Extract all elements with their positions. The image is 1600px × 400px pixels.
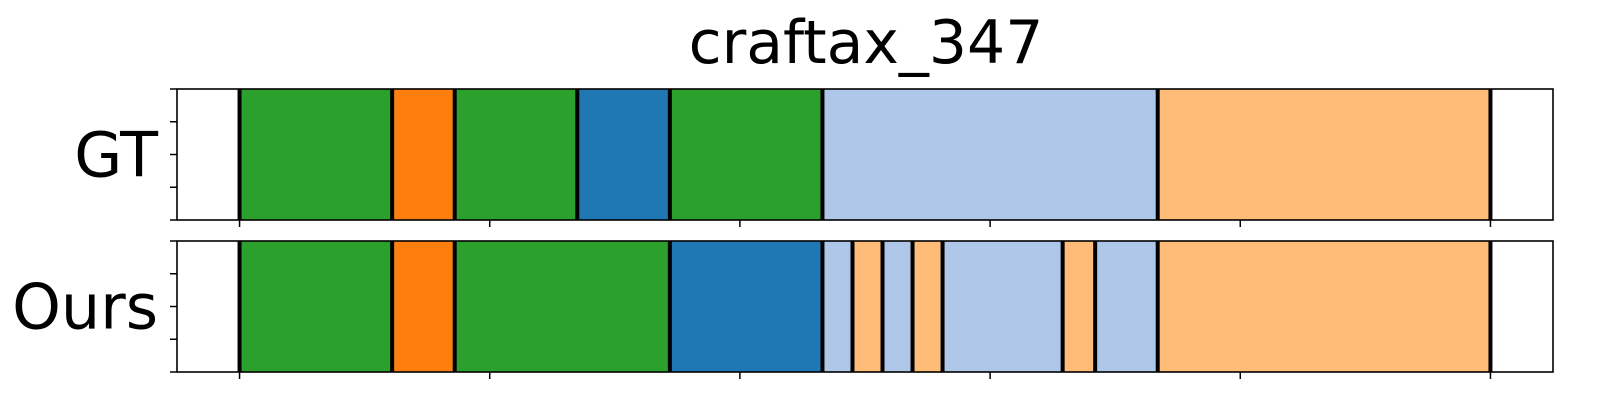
segment-bar [577, 89, 670, 220]
segment-bar [669, 241, 823, 372]
segment-bar [1157, 241, 1491, 372]
row-ours: Ours [12, 240, 1554, 379]
row-label: Ours [12, 271, 158, 344]
segment-bar [1157, 89, 1491, 220]
segment-bar [392, 89, 455, 220]
segment-bar [822, 89, 1158, 220]
segment-bar [1095, 241, 1158, 372]
segment-bar [392, 241, 455, 372]
segment-bar [239, 89, 393, 220]
segment-bar [454, 241, 670, 372]
row-gt: GT [74, 88, 1554, 227]
segment-bar [852, 241, 883, 372]
segment-bar [882, 241, 913, 372]
segment-bar [942, 241, 1063, 372]
segment-bar [1062, 241, 1096, 372]
segment-bar [669, 89, 823, 220]
chart-title: craftax_347 [689, 8, 1044, 78]
segment-bar [454, 89, 578, 220]
segment-bar [912, 241, 943, 372]
segment-bar [239, 241, 393, 372]
row-label: GT [74, 119, 159, 192]
segment-bar [822, 241, 853, 372]
segment-rows: GT Ours [12, 88, 1554, 379]
